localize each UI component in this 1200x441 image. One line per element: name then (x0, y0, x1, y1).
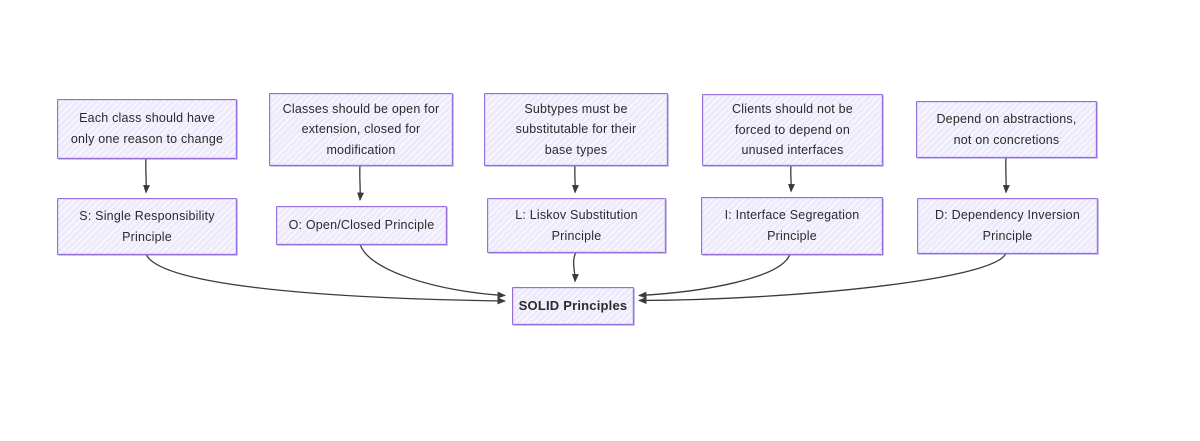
node-lsp-description: Subtypes must be substitutable for their… (484, 93, 668, 166)
arrow-lsp-to-solid (571, 251, 579, 283)
arrow-srp-to-solid (145, 253, 506, 305)
node-srp-description: Each class should have only one reason t… (57, 99, 237, 159)
node-interface-segregation-principle: I: Interface Segregation Principle (701, 197, 883, 255)
arrow-isp-to-solid (638, 253, 791, 299)
arrow-dip-to-solid (638, 252, 1007, 304)
node-open-closed-principle: O: Open/Closed Principle (276, 206, 447, 245)
node-dip-description: Depend on abstractions, not on concretio… (916, 101, 1097, 158)
arrow-ocp-to-solid (359, 243, 506, 299)
node-ocp-description: Classes should be open for extension, cl… (269, 93, 453, 166)
node-isp-description: Clients should not be forced to depend o… (702, 94, 883, 166)
node-dependency-inversion-principle: D: Dependency Inversion Principle (917, 198, 1098, 254)
node-single-responsibility-principle: S: Single Responsibility Principle (57, 198, 237, 255)
node-liskov-substitution-principle: L: Liskov Substitution Principle (487, 198, 666, 253)
node-solid-principles: SOLID Principles (512, 287, 634, 325)
